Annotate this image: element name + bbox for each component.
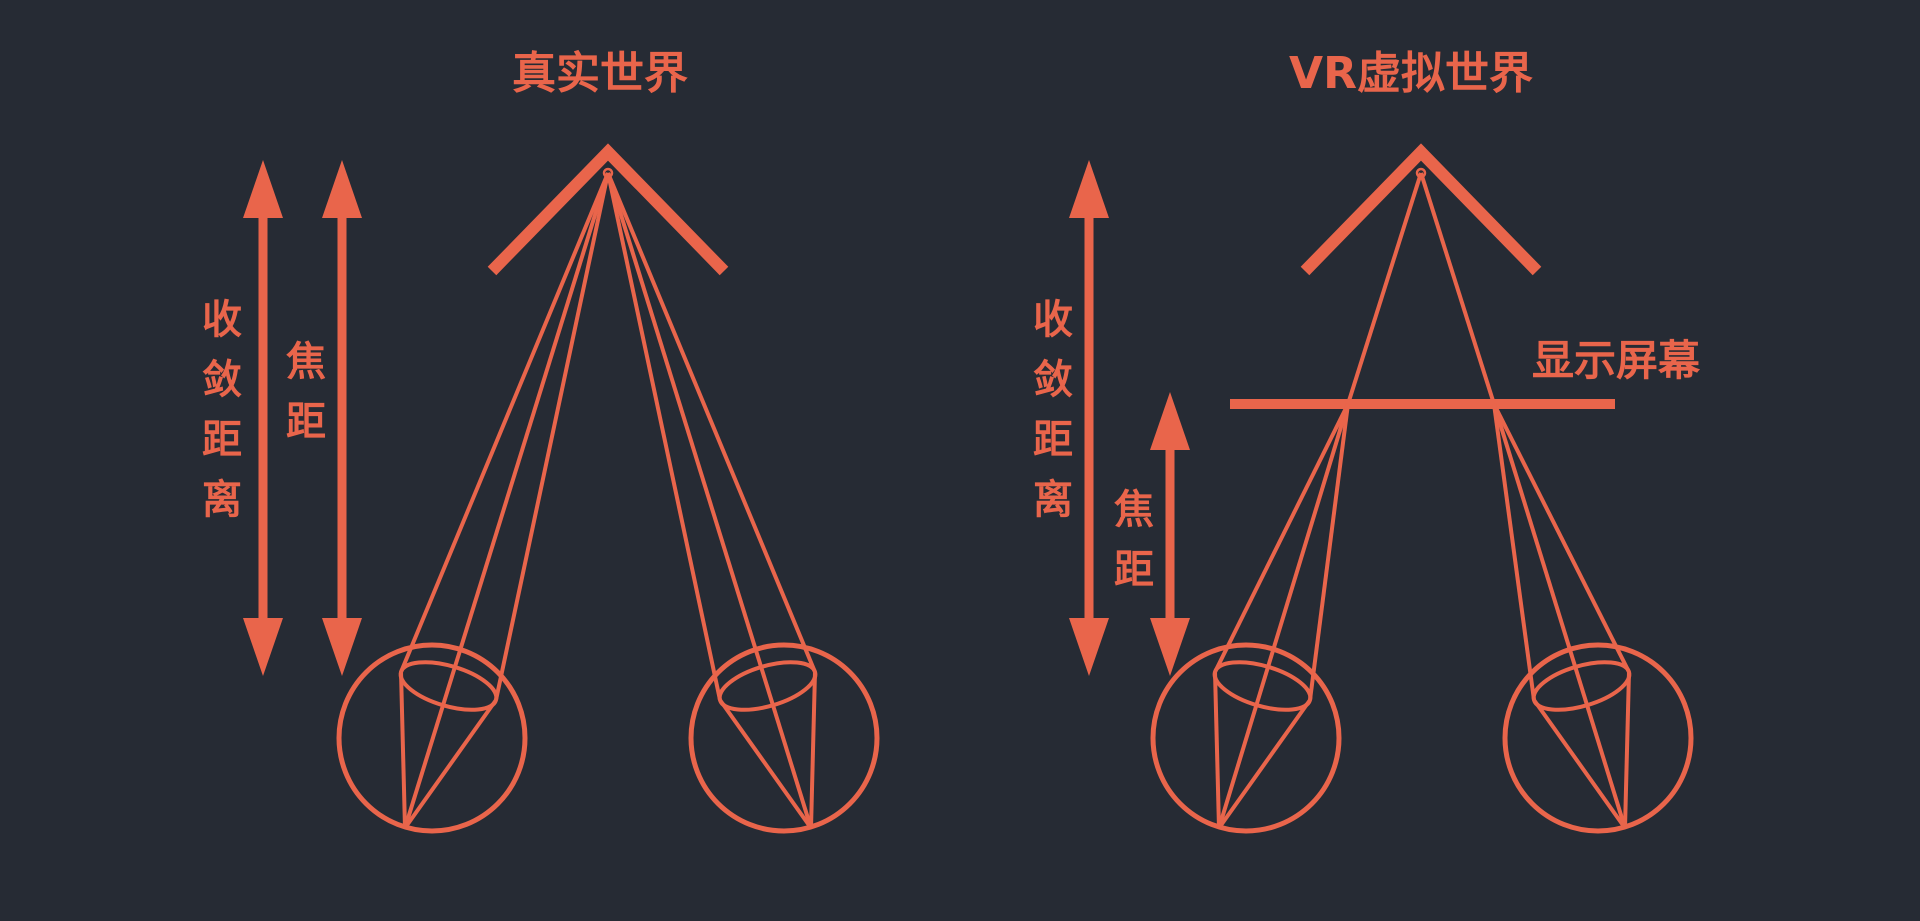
vr-left-virtual-ray <box>1346 172 1423 405</box>
real-right-eye-incoming-ray-1 <box>606 172 817 673</box>
real-vergence-arrow-head-up <box>243 160 283 218</box>
real-left-eye-ray-inner <box>399 671 407 829</box>
vr-right-eye-incoming-ray-3 <box>1492 403 1536 701</box>
real-focal-label: 焦距 <box>279 340 325 460</box>
vr-focal-arrow-head-down <box>1150 618 1190 676</box>
vr-vergence-arrow-head-down <box>1069 618 1109 676</box>
real-vergence-arrow-head-down <box>243 618 283 676</box>
real-left-eye-incoming-ray-1 <box>399 172 610 673</box>
vr-focal-label: 焦距 <box>1107 488 1153 608</box>
real-right-eye-ray-outer <box>718 698 813 830</box>
vr-left-eye-incoming-ray-1 <box>1213 403 1350 673</box>
vr-object-chevron <box>1300 143 1542 276</box>
vr-right-eye-ray-outer <box>1532 698 1627 830</box>
vr-left-eye-ray-inner <box>1213 671 1221 829</box>
vr-left-eye-incoming-ray-3 <box>1308 403 1350 701</box>
vr-right-eye-incoming-ray-2 <box>1492 403 1627 829</box>
real-right-eye-eyeball <box>688 642 880 834</box>
vr-vergence-label: 收敛距离 <box>1026 298 1072 538</box>
vr-world-title: VR虚拟世界 <box>1289 48 1533 99</box>
real-world-title: 真实世界 <box>512 48 688 99</box>
real-vergence-label: 收敛距离 <box>195 298 241 538</box>
real-left-eye-incoming-ray-2 <box>403 172 610 829</box>
vr-left-eye-ray-outer <box>1217 698 1312 830</box>
vr-focal-arrow-head-up <box>1150 392 1190 450</box>
real-left-eye-ray-outer <box>403 698 498 830</box>
real-left-eye-incoming-ray-3 <box>494 172 610 701</box>
vr-right-eye-incoming-ray-1 <box>1492 403 1631 673</box>
vr-vergence-arrow-head-up <box>1069 160 1109 218</box>
real-left-eye-eyeball <box>336 642 528 834</box>
real-right-eye-incoming-ray-2 <box>606 172 813 829</box>
real-focal-arrow-head-down <box>322 618 362 676</box>
display-screen-label: 显示屏幕 <box>1531 336 1701 385</box>
vr-left-eye-incoming-ray-2 <box>1217 403 1350 829</box>
vr-right-eye-ray-inner <box>1623 671 1631 829</box>
vr-right-virtual-ray <box>1419 172 1496 405</box>
real-focal-arrow-head-up <box>322 160 362 218</box>
real-object-chevron <box>487 143 729 276</box>
vr-right-eye-eyeball <box>1502 642 1694 834</box>
vr-left-eye-eyeball <box>1150 642 1342 834</box>
real-right-eye-ray-inner <box>809 671 817 829</box>
real-right-eye-incoming-ray-3 <box>606 172 722 701</box>
